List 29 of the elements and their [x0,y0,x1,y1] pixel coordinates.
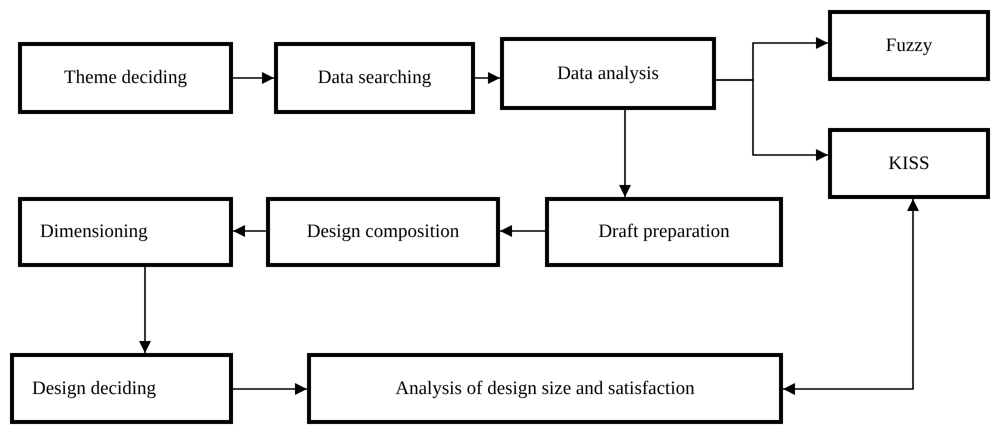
arrow [233,72,274,84]
arrow [233,383,307,395]
step-label: Analysis of design size and satisfaction [395,378,695,400]
process-box [500,37,716,110]
step-label: Draft preparation [598,221,730,243]
arrow [500,225,545,237]
process-box [18,42,233,114]
arrow [716,79,828,161]
arrow [619,110,631,197]
step-label: Fuzzy [886,34,932,56]
step-label: Data analysis [557,62,659,84]
process-box [274,42,475,114]
step-label: Design composition [306,221,460,243]
process-box [828,10,990,81]
step-label: Design deciding [32,378,156,400]
arrow [783,199,919,395]
step-label: Theme deciding [64,67,187,89]
process-box [828,128,990,199]
arrow [233,225,266,237]
process-box [18,197,233,267]
process-box [545,197,783,267]
step-label: Data searching [318,67,432,89]
arrow [475,72,500,84]
process-box [307,353,783,424]
step-label: KISS [888,152,930,174]
process-box [266,197,500,267]
arrow [139,267,151,353]
process-box [10,353,233,424]
step-label: Dimensioning [40,221,148,243]
